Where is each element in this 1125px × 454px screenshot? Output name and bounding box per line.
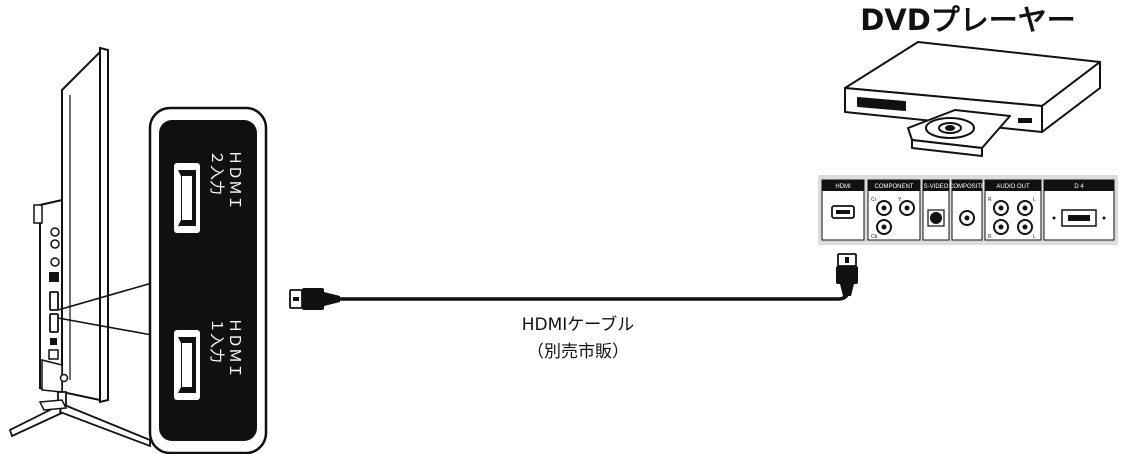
hdmi-port-callout: ＨＤＭＩ ２入力 ＨＤＭＩ １入力 [148, 106, 268, 454]
hdmi-2-port [174, 163, 200, 233]
svg-text:HDMI: HDMI [835, 184, 851, 190]
svg-text:COMPONENT: COMPONENT [875, 184, 914, 190]
hdmi-1-label-line2: １入力 [208, 318, 226, 363]
dvd-player [844, 41, 1101, 157]
cable-note: （別売市販） [527, 342, 629, 362]
panel-component: COMPONENT Cr Y Cb [867, 179, 921, 241]
hdmi-plug-left [289, 288, 340, 310]
panel-s-video: S-VIDEO [922, 179, 950, 241]
zoom-lines [57, 282, 153, 336]
svg-text:S-VIDEO: S-VIDEO [924, 184, 949, 190]
svg-text:AUDIO OUT: AUDIO OUT [996, 184, 1030, 190]
hdmi-1-label: ＨＤＭＩ １入力 [208, 318, 244, 378]
tv-side-view [8, 46, 151, 448]
svg-text:Cr: Cr [871, 197, 877, 203]
hdmi-plug-right [836, 253, 858, 296]
cable-label: HDMIケーブル [522, 314, 635, 335]
svg-text:D 4: D 4 [1074, 184, 1084, 190]
svg-text:R: R [988, 234, 992, 240]
svg-text:Y: Y [898, 197, 902, 203]
hdmi-1-port [174, 330, 200, 400]
svg-text:COMPOSITE: COMPOSITE [949, 184, 985, 190]
hdmi-2-label-line2: ２入力 [208, 150, 226, 195]
panel-d4: D 4 [1043, 179, 1115, 241]
hdmi-2-label: ＨＤＭＩ ２入力 [208, 150, 244, 210]
hdmi-2-label-line1: ＨＤＭＩ [226, 150, 244, 210]
dvd-player-title: DVDプレーヤー [860, 3, 1076, 37]
svg-text:L: L [1033, 234, 1036, 240]
svg-text:R: R [988, 197, 992, 203]
panel-composite: COMPOSITE [949, 179, 985, 241]
svg-text:L: L [1033, 197, 1036, 203]
svg-text:Cb: Cb [871, 234, 878, 240]
cable-wire [338, 280, 850, 301]
hdmi-1-label-line1: ＨＤＭＩ [226, 318, 244, 378]
player-rear-panel: HDMI COMPONENT Cr Y Cb S-VIDEO [818, 175, 1118, 245]
hdmi-cable [289, 253, 858, 310]
panel-hdmi: HDMI [821, 179, 865, 241]
panel-audio-out: AUDIO OUT R L R L [984, 179, 1042, 241]
